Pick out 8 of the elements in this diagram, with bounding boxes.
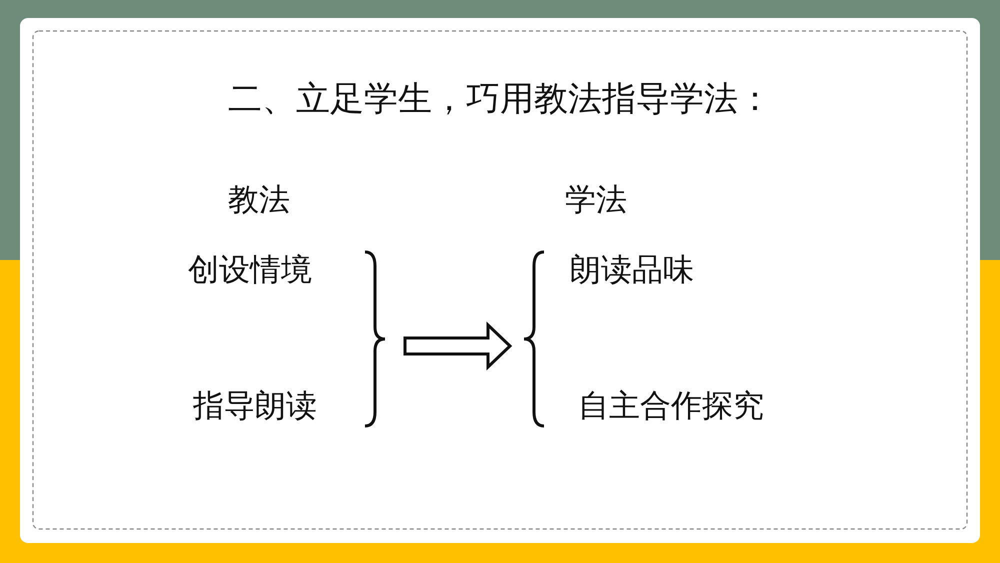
method-label: 朗读品味	[570, 252, 694, 290]
column-heading: 学法	[565, 182, 627, 220]
slide-title: 二、立足学生，巧用教法指导学法：	[227, 78, 773, 121]
method-label: 创设情境	[188, 252, 312, 290]
method-label: 指导朗读	[193, 388, 317, 426]
method-label: 自主合作探究	[578, 388, 764, 426]
hollow-arrow	[404, 322, 512, 370]
column-heading: 教法	[228, 182, 290, 220]
